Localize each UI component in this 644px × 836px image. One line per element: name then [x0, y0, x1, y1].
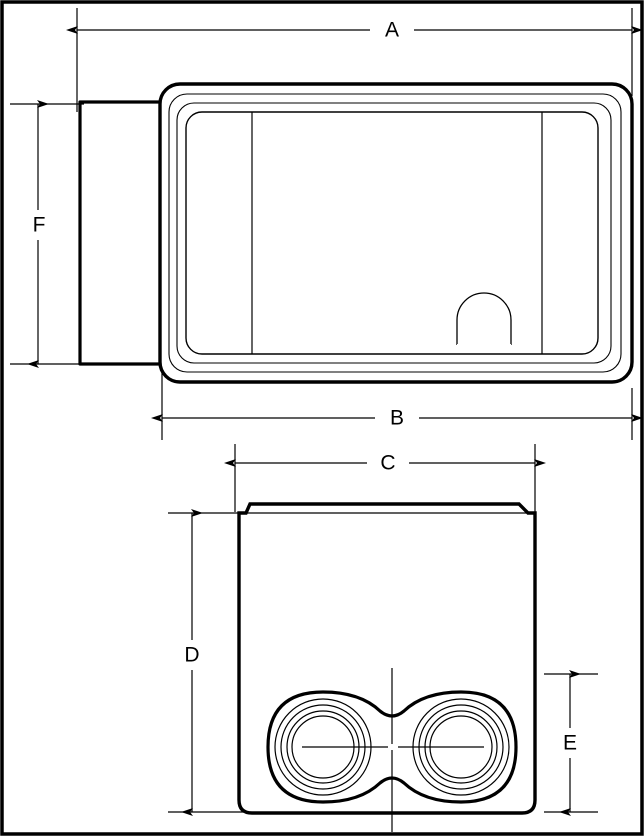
top-view-inner-outline-2	[176, 102, 612, 364]
top-view-group: A F B	[10, 8, 643, 440]
dimension-label-d-backdrop	[175, 640, 209, 670]
top-view-outer-shell	[158, 82, 634, 384]
dimension-label-a-backdrop	[370, 16, 414, 44]
dimension-label-c-backdrop	[367, 449, 409, 477]
arched-knockout-icon	[456, 292, 512, 345]
dimension-label-e: E	[563, 732, 577, 755]
dimension-label-e-backdrop	[554, 728, 586, 758]
top-view-flange	[78, 100, 164, 366]
dimension-label-b-backdrop	[375, 404, 419, 432]
front-view-group: C	[168, 444, 598, 832]
twin-knockout-outer-boss	[266, 690, 518, 804]
dimension-label-b: B	[390, 407, 404, 430]
dimension-label-c: C	[380, 452, 395, 475]
top-view-inner-outline-1	[168, 93, 622, 373]
dimension-label-d: D	[184, 644, 199, 667]
top-view-inner-outline-3	[185, 111, 599, 355]
dimension-label-f: F	[33, 214, 46, 237]
dimension-label-a: A	[385, 19, 399, 42]
dimension-label-f-backdrop	[22, 210, 54, 240]
